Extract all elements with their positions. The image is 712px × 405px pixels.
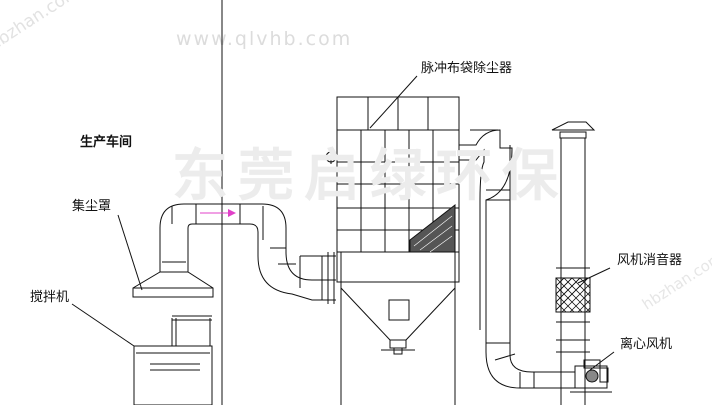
centrifugal-fan	[570, 360, 612, 392]
label-dust-hood: 集尘罩	[72, 199, 112, 214]
label-workshop: 生产车间	[80, 135, 133, 150]
mixer	[134, 316, 212, 405]
label-fan-silencer: 风机消音器	[617, 253, 683, 268]
label-mixer: 搅拌机	[30, 290, 70, 305]
dust-hood	[133, 228, 213, 297]
leader-lines	[72, 76, 614, 370]
watermark-url: www.qlvhb.com	[176, 28, 353, 50]
watermark-brand: 东莞启绿环保	[172, 143, 568, 209]
inlet-duct	[160, 204, 336, 304]
label-centrifugal-fan: 离心风机	[620, 337, 673, 352]
outlet-duct	[459, 130, 575, 388]
label-bag-filter: 脉冲布袋除尘器	[421, 61, 513, 76]
bag-filter-collector	[326, 97, 459, 405]
airflow-arrow	[200, 209, 236, 217]
